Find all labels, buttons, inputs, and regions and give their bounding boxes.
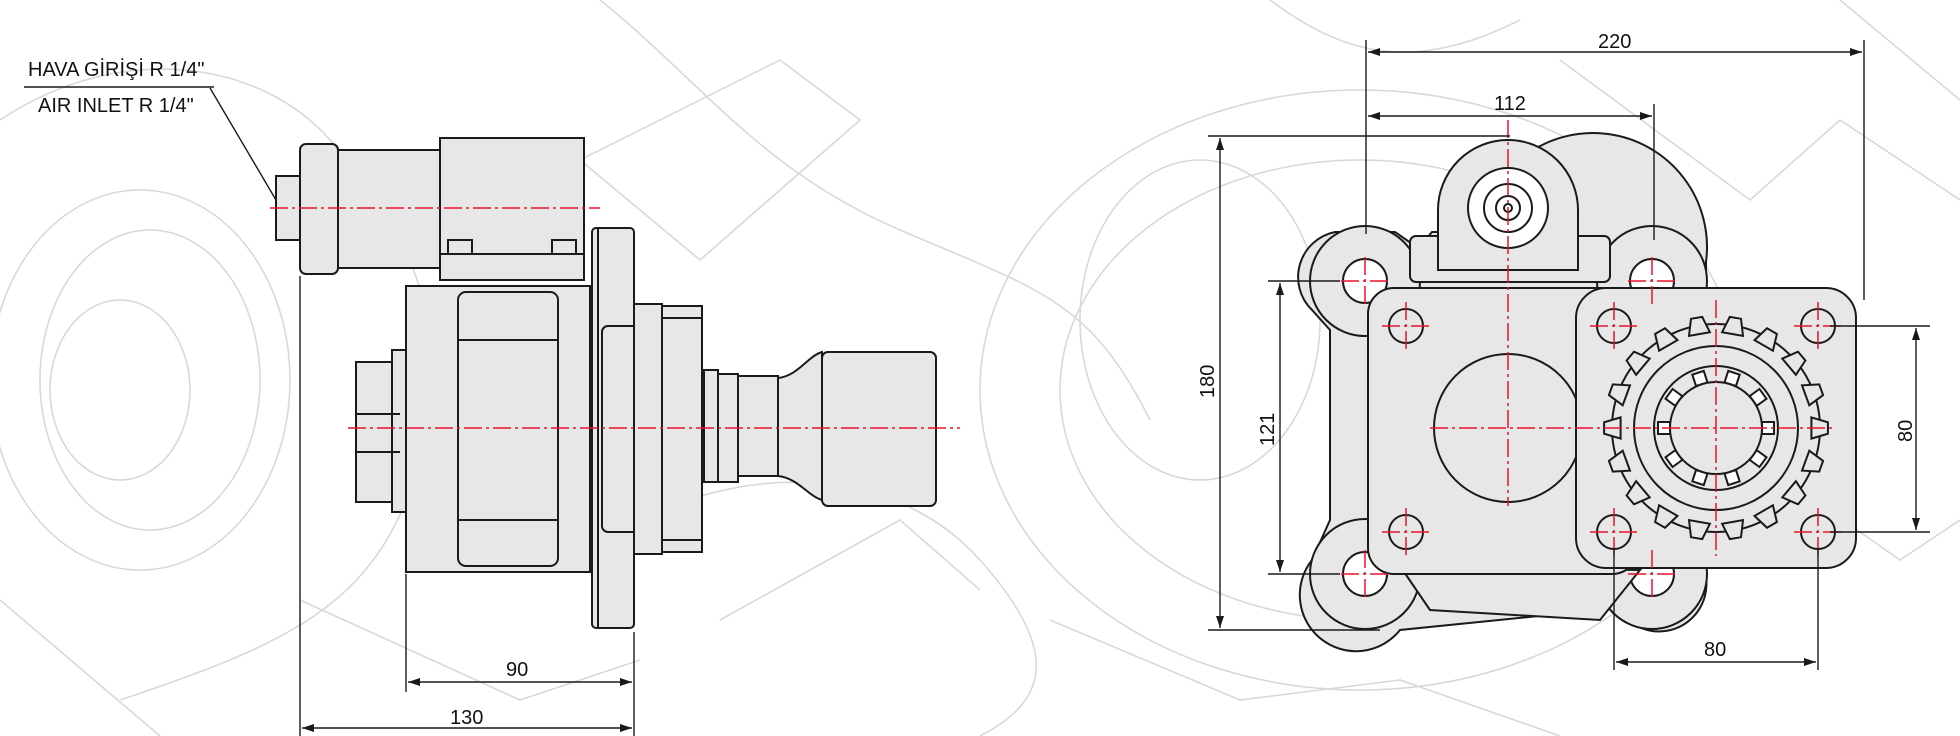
gear-tooth bbox=[1687, 518, 1712, 541]
air-inlet-callout: HAVA GİRİŞİ R 1/4" AIR INLET R 1/4" bbox=[24, 58, 277, 201]
front-view: 220 112 180 121 80 80 bbox=[1197, 31, 1930, 670]
gear-tooth bbox=[1720, 315, 1745, 338]
gear-teeth bbox=[1603, 315, 1829, 541]
gear-tooth bbox=[1625, 350, 1652, 377]
gear-tooth bbox=[1752, 503, 1779, 529]
gear-tooth bbox=[1653, 503, 1680, 529]
dim-112: 112 bbox=[1494, 93, 1526, 115]
gear-tooth bbox=[1752, 327, 1779, 353]
dim-180: 180 bbox=[1197, 365, 1219, 398]
side-view: 90 130 bbox=[270, 137, 960, 736]
gear-tooth bbox=[1625, 479, 1652, 506]
gear-tooth bbox=[1800, 383, 1825, 407]
gear-tooth bbox=[1687, 315, 1712, 338]
dim-121: 121 bbox=[1257, 413, 1279, 446]
gear-tooth bbox=[1780, 350, 1807, 377]
gear-tooth bbox=[1653, 327, 1680, 353]
dim-80-horizontal: 80 bbox=[1704, 639, 1726, 661]
gear-tooth bbox=[1800, 449, 1825, 473]
gear-tooth bbox=[1720, 518, 1745, 541]
dim-90-side: 90 bbox=[506, 659, 528, 681]
dim-130: 130 bbox=[450, 707, 483, 729]
air-inlet-label-tr: HAVA GİRİŞİ R 1/4" bbox=[28, 58, 204, 81]
dim-220: 220 bbox=[1598, 31, 1631, 53]
gear-tooth bbox=[1780, 479, 1807, 506]
gear-tooth bbox=[1607, 449, 1632, 473]
air-inlet-label-en: AIR INLET R 1/4" bbox=[38, 95, 194, 117]
dim-80-vertical: 80 bbox=[1895, 420, 1917, 442]
gear-tooth bbox=[1607, 383, 1632, 407]
output-shaft bbox=[821, 351, 937, 507]
